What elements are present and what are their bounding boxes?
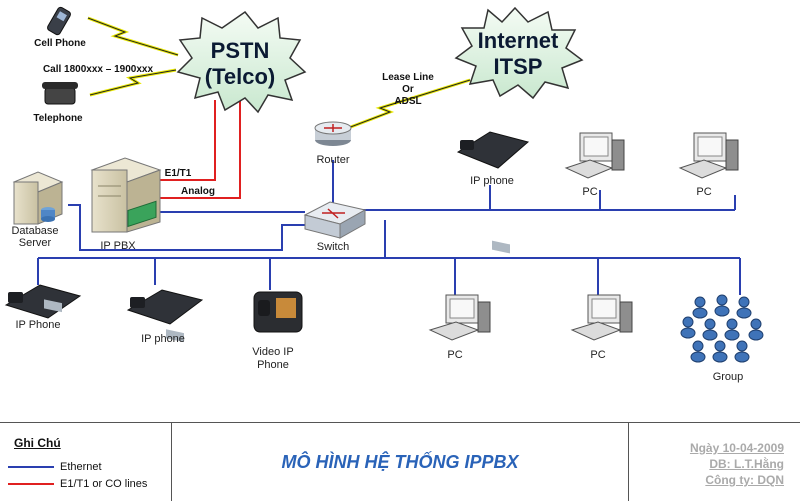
- wireless-links: [87, 16, 471, 130]
- pc-bottom-2-label: PC: [590, 349, 605, 361]
- legend-ethernet-row: Ethernet: [8, 461, 102, 473]
- adsl-label: ADSL: [394, 96, 421, 107]
- meta-db: DB: L.T.Hằng: [709, 457, 784, 471]
- diagram-canvas: PSTN (Telco) Internet ITSP Cell Phone Ca…: [4, 6, 764, 383]
- video-ip-phone-icon: [253, 291, 303, 333]
- meta-date: Ngày 10-04-2009: [689, 441, 784, 455]
- legend-e1-row: E1/T1 or CO lines: [8, 478, 147, 490]
- pstn-cloud: PSTN (Telco): [176, 10, 307, 114]
- pstn-label-1: PSTN: [211, 38, 270, 63]
- pc-bottom-1-icon: [428, 294, 491, 341]
- pc-top-1-label: PC: [582, 186, 597, 198]
- cell-phone-icon: [47, 6, 71, 36]
- ip-phone-left-label: IP Phone: [15, 319, 60, 331]
- internet-cloud: Internet ITSP: [454, 6, 584, 100]
- database-label-1: Database: [11, 225, 58, 237]
- pc-top-1-icon: [564, 132, 625, 179]
- ip-phone-top-label: IP phone: [470, 175, 514, 187]
- cell-phone-label: Cell Phone: [34, 38, 86, 49]
- e1-links: [160, 100, 241, 199]
- group-label: Group: [713, 371, 744, 383]
- lease-line-label: Lease Line: [382, 72, 434, 83]
- video-ip-label-1: Video IP: [252, 346, 293, 358]
- legend-e1-label: E1/T1 or CO lines: [60, 478, 148, 490]
- switch-label: Switch: [317, 241, 349, 253]
- group-icon: [680, 294, 764, 363]
- telephone-icon: [42, 82, 78, 105]
- pc-top-2-label: PC: [696, 186, 711, 198]
- meta-box: Ngày 10-04-2009 DB: L.T.Hằng Công ty: DQ…: [628, 423, 800, 501]
- database-server-icon: [12, 171, 64, 225]
- pc-bottom-1-label: PC: [447, 349, 462, 361]
- e1t1-label: E1/T1: [165, 168, 192, 179]
- legend-ethernet-label: Ethernet: [60, 461, 102, 473]
- internet-label-2: ITSP: [494, 54, 543, 79]
- legend-heading: Ghi Chú: [14, 436, 61, 450]
- switch-icon: [303, 201, 367, 239]
- ip-pbx-label: IP PBX: [100, 240, 136, 252]
- pc-top-2-icon: [678, 132, 739, 179]
- video-ip-label-2: Phone: [257, 359, 289, 371]
- e1-swatch: [8, 483, 54, 486]
- ip-pbx-icon: [90, 157, 162, 233]
- legend-box: Ghi Chú Ethernet E1/T1 or CO lines: [0, 423, 172, 501]
- pc-bottom-2-icon: [570, 294, 633, 341]
- ip-phone-mid-icon: [126, 289, 204, 343]
- analog-label: Analog: [181, 186, 215, 197]
- router-icon: [314, 121, 352, 146]
- pstn-label-2: (Telco): [205, 64, 275, 89]
- meta-company: Công ty: DQN: [705, 473, 784, 487]
- lease-or-label: Or: [402, 84, 414, 95]
- ethernet-swatch: [8, 466, 54, 469]
- call-numbers-label: Call 1800xxx – 1900xxx: [43, 64, 154, 75]
- database-label-2: Server: [19, 237, 52, 249]
- ethernet-links: [37, 160, 741, 295]
- internet-label-1: Internet: [478, 28, 559, 53]
- ip-phone-top-icon: [456, 131, 530, 254]
- diagram-title: MÔ HÌNH HỆ THỐNG IPPBX: [281, 451, 519, 472]
- telephone-label: Telephone: [33, 113, 83, 124]
- router-label: Router: [316, 154, 349, 166]
- ip-phone-left-icon: [4, 284, 82, 319]
- legend-panel: Ghi Chú Ethernet E1/T1 or CO lines MÔ HÌ…: [0, 422, 800, 501]
- ip-phone-mid-label: IP phone: [141, 333, 185, 345]
